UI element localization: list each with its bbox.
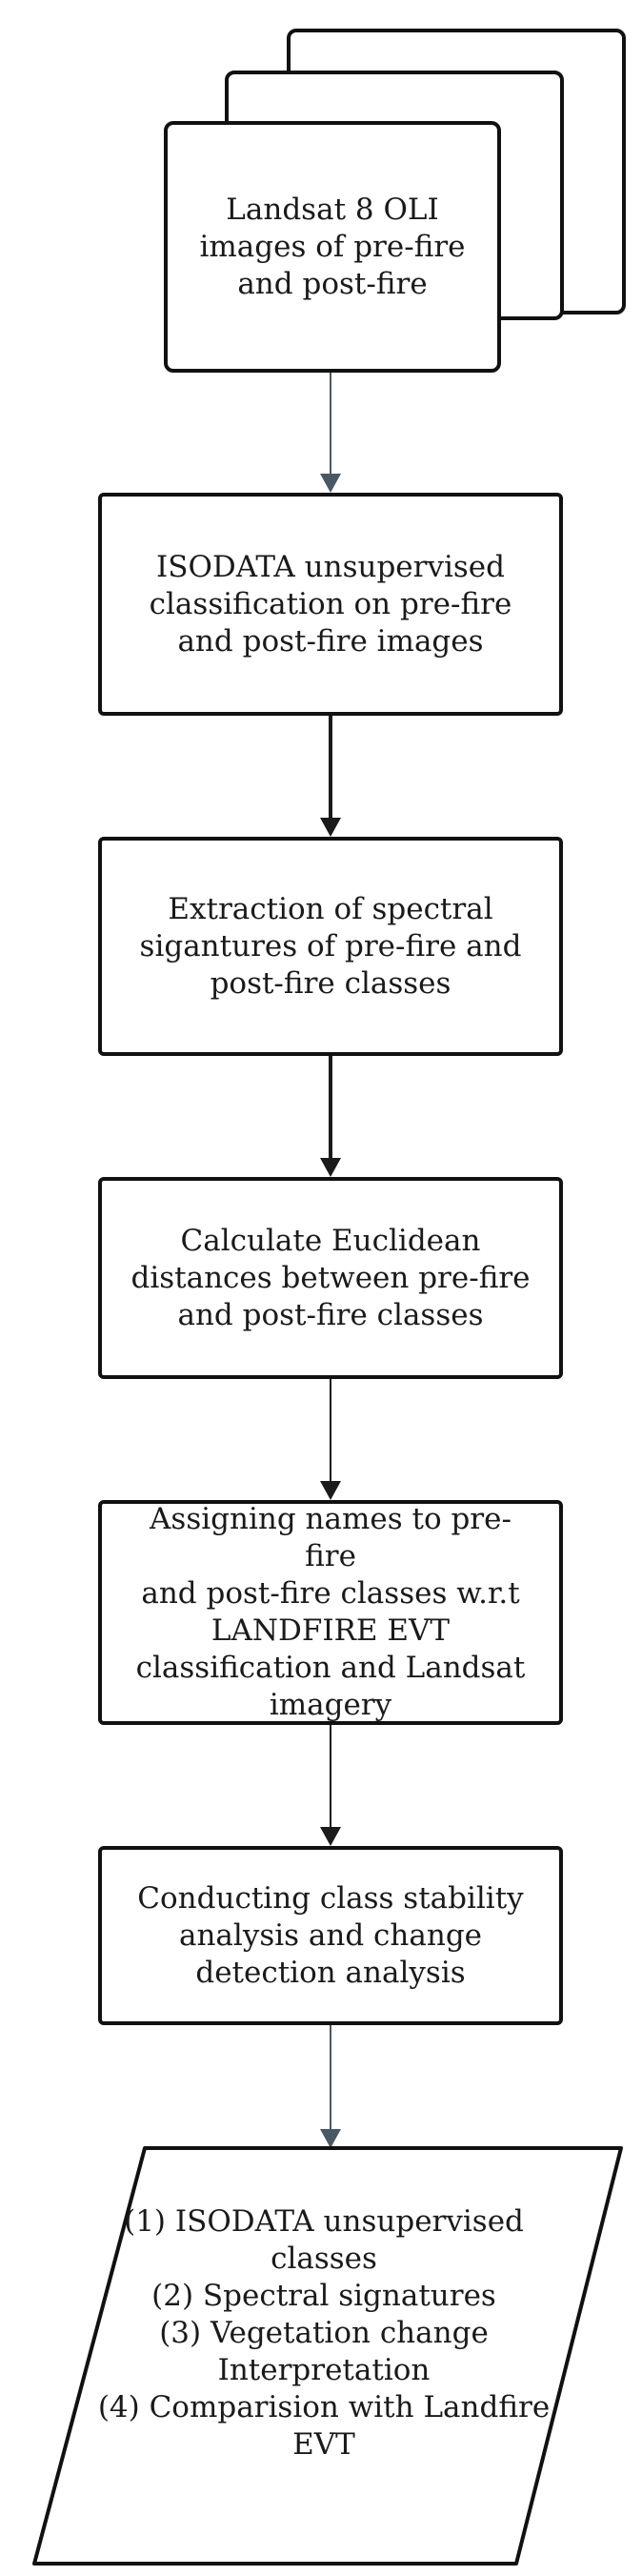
isodata-classification-text: ISODATA unsupervised classification on p… [149, 549, 512, 659]
input-images-box: Landsat 8 OLI images of pre-fire and pos… [164, 121, 501, 373]
input-images-text: Landsat 8 OLI images of pre-fire and pos… [199, 192, 466, 301]
arrow-stability-to-output [320, 2025, 341, 2148]
stability-analysis-box: Conducting class stability analysis and … [98, 1846, 563, 2025]
arrow-naming-to-stability [320, 1725, 341, 1846]
arrow-euclidean-to-naming [320, 1379, 341, 1500]
stability-analysis-text: Conducting class stability analysis and … [137, 1880, 524, 1990]
output-results-text: (1) ISODATA unsupervised classes (2) Spe… [97, 2204, 551, 2462]
arrow-isodata-to-extraction [320, 716, 341, 837]
spectral-extraction-box: Extraction of spectral sigantures of pre… [98, 837, 563, 1056]
euclidean-distance-box: Calculate Euclidean distances between pr… [98, 1177, 563, 1379]
euclidean-distance-text: Calculate Euclidean distances between pr… [130, 1223, 531, 1332]
arrow-input-to-isodata [320, 373, 341, 493]
class-naming-box: Assigning names to pre-fire and post-fir… [98, 1500, 563, 1725]
spectral-extraction-text: Extraction of spectral sigantures of pre… [139, 891, 522, 1001]
isodata-classification-box: ISODATA unsupervised classification on p… [98, 493, 563, 716]
class-naming-text: Assigning names to pre-fire and post-fir… [135, 1502, 526, 1722]
arrow-extraction-to-euclidean [320, 1056, 341, 1177]
